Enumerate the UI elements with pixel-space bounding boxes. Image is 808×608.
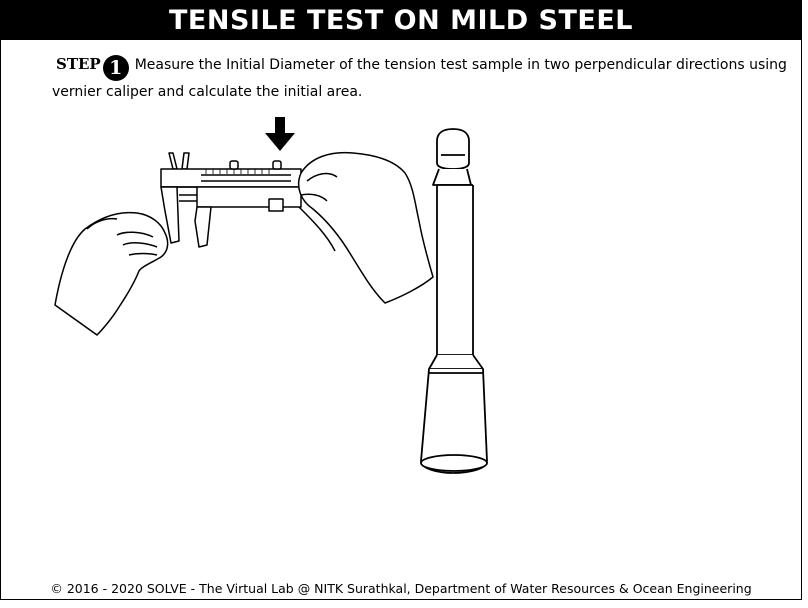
tensile-specimen-icon: [420, 128, 488, 474]
step-instruction-text: Measure the Initial Diameter of the tens…: [52, 57, 787, 100]
down-arrow-icon: [265, 117, 295, 151]
right-hand-icon: [297, 151, 434, 304]
left-hand-icon: [54, 211, 169, 336]
page-title: TENSILE TEST ON MILD STEEL: [1, 1, 801, 40]
step-label: STEP: [56, 55, 101, 73]
step-number-badge: 1: [102, 55, 129, 81]
measurement-illustration: [54, 117, 488, 474]
footer-copyright: © 2016 - 2020 SOLVE - The Virtual Lab @ …: [50, 581, 752, 596]
vernier-caliper-icon: [160, 152, 302, 248]
